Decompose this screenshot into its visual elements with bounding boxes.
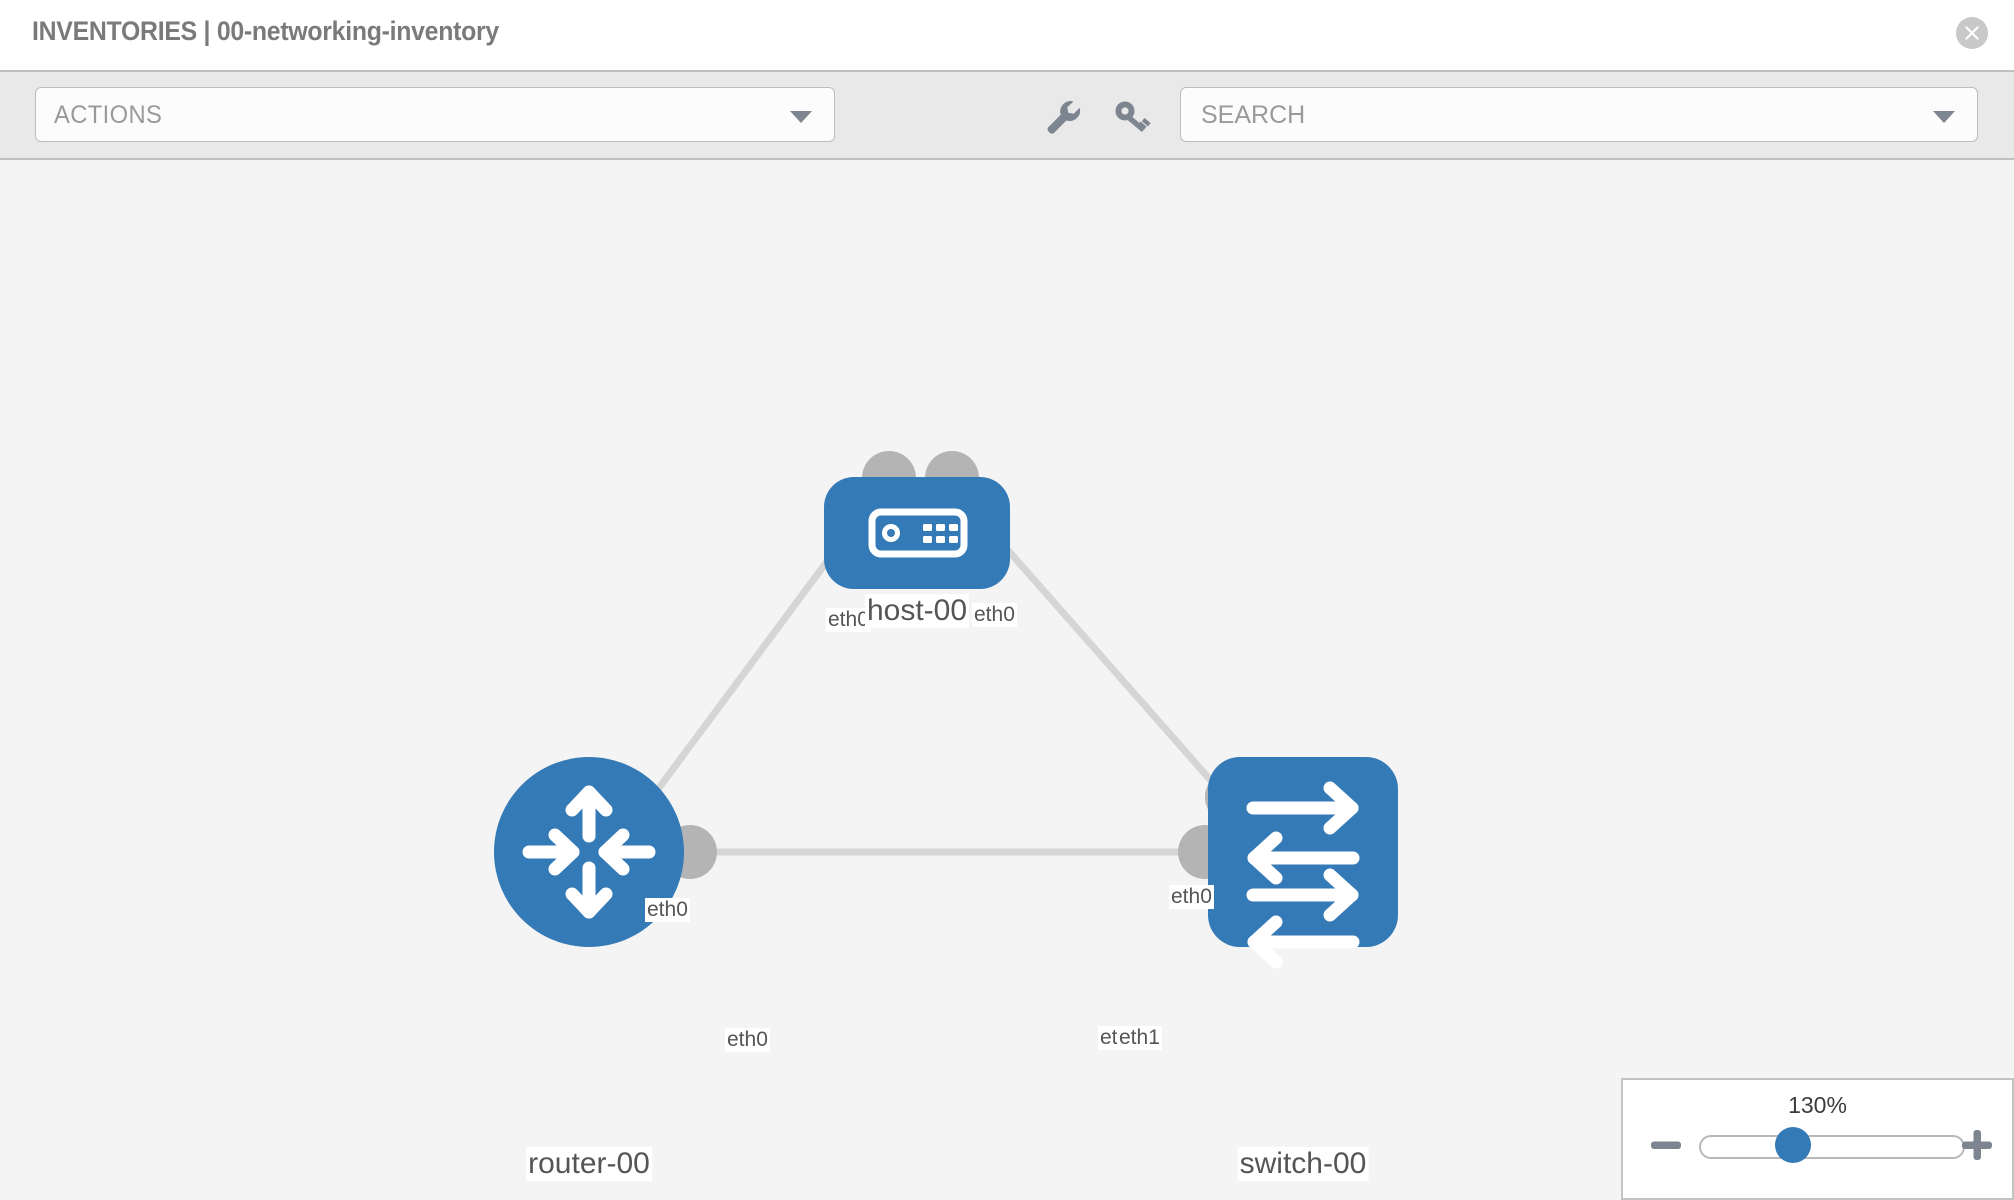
iface-label: eth0 — [645, 898, 690, 922]
page-header: INVENTORIES | 00-networking-inventory — [0, 0, 2014, 70]
zoom-level-value: 130% — [1788, 1092, 1847, 1118]
wrench-icon[interactable] — [1040, 94, 1084, 138]
topology-graph — [494, 451, 1398, 969]
page-title: INVENTORIES | 00-networking-inventory — [32, 16, 499, 46]
iface-label: eth0 — [725, 1028, 770, 1052]
key-icon[interactable] — [1110, 94, 1154, 138]
node-host-00 — [824, 477, 1010, 589]
search-input[interactable] — [1199, 88, 1903, 143]
topology-canvas[interactable]: eth0 eth0 eth0 eth0 eth0 eth0 eth1 host-… — [0, 160, 2014, 1200]
plus-icon[interactable] — [1960, 1128, 1994, 1162]
iface-label: eth0 — [972, 603, 1017, 627]
iface-label: eth1 — [1117, 1026, 1162, 1050]
node-label-host-00: host-00 — [864, 594, 970, 628]
actions-dropdown-label: ACTIONS — [54, 101, 163, 129]
search-box[interactable] — [1180, 87, 1978, 143]
actions-dropdown[interactable]: ACTIONS — [35, 87, 835, 142]
node-label-switch-00: switch-00 — [1237, 1147, 1369, 1181]
iface-label: eth0 — [826, 608, 871, 632]
node-switch-00 — [1208, 757, 1398, 969]
node-label-router-00: router-00 — [526, 1147, 652, 1181]
chevron-down-icon[interactable] — [1933, 111, 1955, 123]
close-icon[interactable] — [1956, 17, 1988, 49]
server-icon — [868, 508, 968, 558]
zoom-slider-track[interactable] — [1699, 1135, 1965, 1159]
chevron-down-icon — [790, 111, 812, 123]
switch-icon — [1246, 781, 1360, 969]
toolbar: ACTIONS — [0, 70, 2014, 160]
node-router-00 — [494, 757, 684, 947]
zoom-slider-thumb[interactable] — [1775, 1127, 1811, 1163]
router-icon — [522, 785, 656, 919]
zoom-control-panel: 130% — [1621, 1078, 2014, 1200]
iface-label: eth0 — [1169, 885, 1214, 909]
minus-icon[interactable] — [1649, 1128, 1683, 1162]
